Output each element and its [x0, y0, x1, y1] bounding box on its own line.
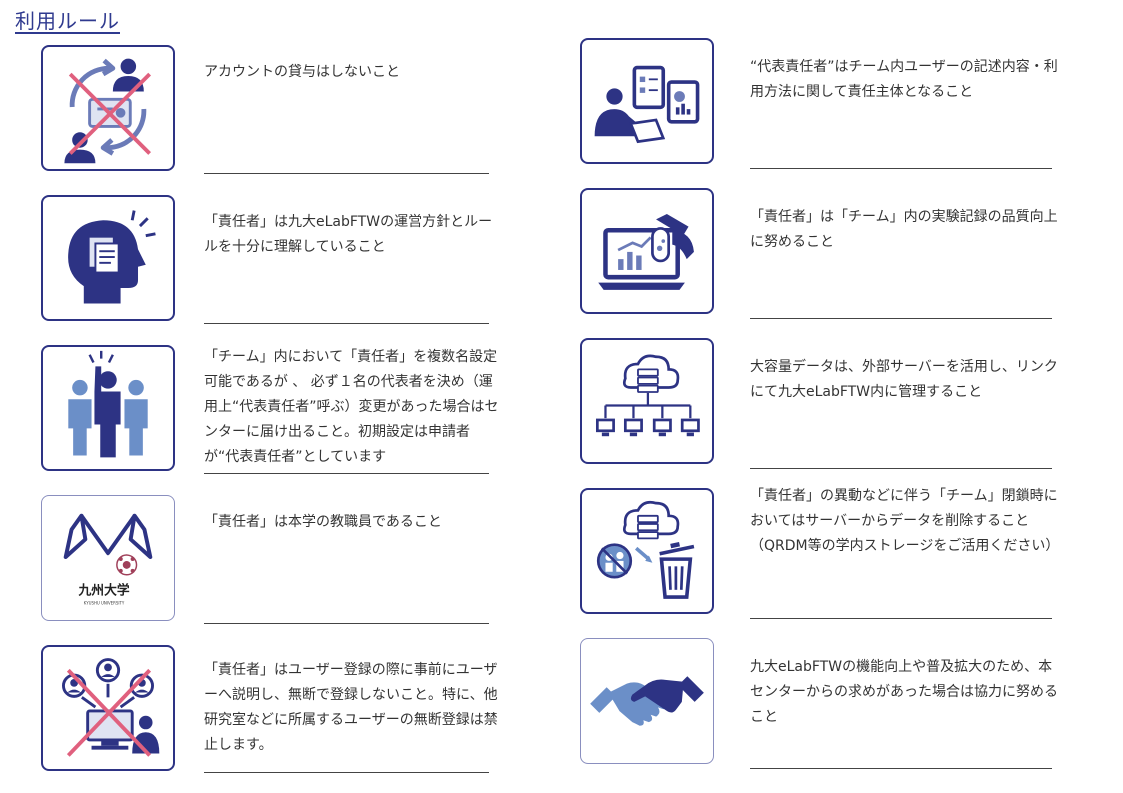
account-no-lending-icon — [41, 45, 175, 171]
rule-text-cooperation: 九大eLabFTWの機能向上や普及拡大のため、本センターからの求めがあった場合は… — [750, 659, 1058, 725]
rule-divider — [204, 623, 489, 624]
rule-text-external-server: 大容量データは、外部サーバーを活用し、リンクにて九大eLabFTW内に管理するこ… — [750, 359, 1058, 400]
head-with-documents-icon — [41, 195, 175, 321]
rule-text-quality-improvement: 「責任者」は「チーム」内の実験記録の品質向上に努めること — [750, 209, 1058, 250]
rule-divider — [750, 318, 1052, 319]
kyushu-logo-roman: KYUSHU UNIVERSITY — [84, 600, 125, 605]
rule-divider — [204, 173, 489, 174]
rule-text-account-lending: アカウントの貸与はしないこと — [204, 64, 400, 80]
rule-text-representative: 「チーム」内において「責任者」を複数名設定可能であるが 、 必ず１名の代表者を決… — [204, 349, 499, 465]
rule-text-representative-responsibility: “代表責任者”はチーム内ユーザーの記述内容・利用方法に関して責任主体となること — [750, 59, 1058, 100]
kyushu-university-staff-icon: 九州大学 KYUSHU UNIVERSITY — [41, 495, 175, 621]
kyushu-logo-kanji: 九州大学 — [78, 582, 130, 598]
cloud-server-network-icon — [580, 338, 714, 464]
handshake-icon — [580, 638, 714, 764]
no-unauthorized-registration-icon — [41, 645, 175, 771]
rule-text-understand-policy: 「責任者」は九大eLabFTWの運営方針とルールを十分に理解していること — [204, 214, 493, 255]
page-title: 利用ルール — [15, 9, 120, 33]
rule-text-data-deletion: 「責任者」の異動などに伴う「チーム」閉鎖時においてはサーバーからデータを削除する… — [750, 488, 1060, 554]
rule-text-faculty-staff: 「責任者」は本学の教職員であること — [204, 514, 442, 530]
rule-divider — [750, 618, 1052, 619]
rule-divider — [750, 468, 1052, 469]
rule-divider — [750, 168, 1052, 169]
rule-divider — [204, 772, 489, 773]
rule-divider — [204, 323, 489, 324]
rule-text-user-registration: 「責任者」はユーザー登録の際に事前にユーザーへ説明し、無断で登録しないこと。特に… — [204, 662, 498, 753]
people-raising-hand-icon — [41, 345, 175, 471]
cloud-data-delete-icon — [580, 488, 714, 614]
person-with-tablets-icon — [580, 38, 714, 164]
laptop-with-flask-icon — [580, 188, 714, 314]
rule-divider — [750, 768, 1052, 769]
rule-divider — [204, 473, 489, 474]
